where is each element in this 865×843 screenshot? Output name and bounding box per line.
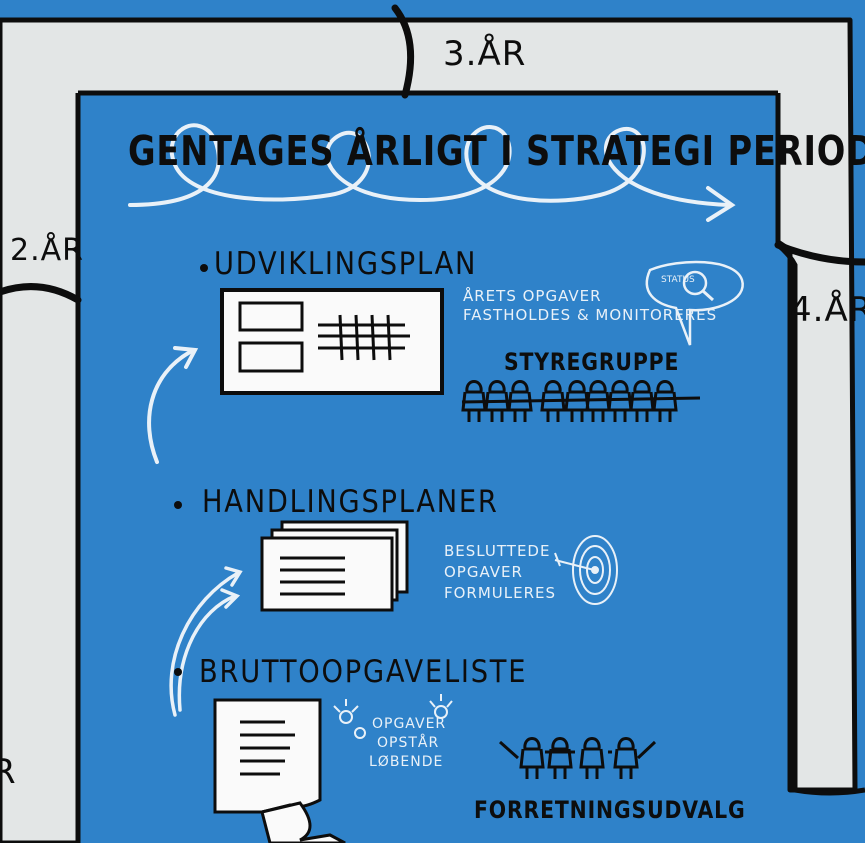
lightbulb-icons: [333, 694, 453, 739]
forretningsudvalg-person: [579, 737, 605, 779]
forretningsudvalg-people: [499, 737, 657, 779]
year-3-label: 3.ÅR: [443, 34, 527, 74]
action-plan-documents: [260, 520, 409, 612]
heading-handlingsplaner: HANDLINGSPLANER: [202, 484, 499, 520]
styregruppe-person: [607, 380, 633, 422]
task-list-sheet: [213, 698, 322, 814]
repeat-loop-arrow: [128, 123, 732, 207]
note-udviklingsplan-line-2: FASTHOLDES & MONITORERES: [463, 306, 718, 324]
styregruppe-person: [652, 380, 678, 422]
task-list-lines: [240, 720, 295, 776]
year-2-label: 2.ÅR: [10, 233, 84, 268]
status-bubble: [645, 260, 744, 346]
note-bruttoopgaveliste-line-1: OPGAVER: [372, 716, 447, 732]
label-styregruppe: STYREGRUPPE: [504, 348, 680, 376]
repeat-arrow-head: [706, 186, 736, 222]
styregruppe-person: [629, 380, 655, 422]
page-title: GENTAGES ÅRLIGT I STRATEGI PERIODEN: [128, 127, 865, 175]
task-list-curl: [260, 801, 346, 843]
bullet-handlingsplaner: [174, 501, 182, 509]
note-handlingsplaner-line-3: FORMULERES: [444, 584, 557, 602]
label-forretningsudvalg: FORRETNINGSUDVALG: [474, 796, 746, 824]
styregruppe-arms: [461, 396, 701, 404]
note-handlingsplaner-line-1: BESLUTTEDE: [444, 542, 551, 560]
arrow-to-plan: [147, 350, 192, 464]
plan-board-box-2: [238, 341, 304, 373]
note-bruttoopgaveliste-line-3: LØBENDE: [369, 754, 444, 770]
styregruppe-people: [461, 380, 701, 422]
status-bubble-text: STATUS: [661, 275, 695, 285]
arrow-to-plan-head: [173, 346, 199, 369]
note-handlingsplaner-line-2: OPGAVER: [444, 563, 523, 581]
heading-bruttoopgaveliste: BRUTTOOPGAVELISTE: [199, 654, 528, 690]
inner-panel: [78, 93, 778, 843]
heading-udviklingsplan: UDVIKLINGSPLAN: [214, 246, 478, 282]
forretningsudvalg-person: [547, 737, 573, 779]
note-bruttoopgaveliste-line-2: OPSTÅR: [377, 735, 440, 751]
forretningsudvalg-person: [613, 737, 639, 779]
divider-year3: [391, 4, 415, 99]
styregruppe-person: [484, 380, 510, 422]
year-4-label: 4.ÅR: [790, 290, 865, 330]
forretningsudvalg-person: [519, 737, 545, 779]
styregruppe-person: [540, 380, 566, 422]
right-band-lower: [776, 243, 865, 796]
target-icon: [554, 535, 618, 605]
divider-year2: [0, 283, 82, 304]
styregruppe-person: [564, 380, 590, 422]
styregruppe-person: [507, 380, 533, 422]
divider-year4: [774, 241, 865, 266]
year-partial-label: R: [0, 752, 17, 792]
magnifier-handle: [701, 289, 715, 302]
styregruppe-person: [461, 380, 487, 422]
bullet-bruttoopgaveliste: [174, 668, 182, 676]
magnifier-icon: [682, 270, 708, 296]
plan-board-grid: [318, 314, 410, 361]
arrows-to-action-plans: [169, 566, 243, 717]
styregruppe-person: [585, 380, 611, 422]
forretningsudvalg-arms: [499, 740, 657, 760]
bullet-udviklingsplan: [200, 264, 208, 272]
plan-board-box-1: [238, 301, 304, 332]
note-udviklingsplan-line-1: ÅRETS OPGAVER: [463, 287, 602, 305]
